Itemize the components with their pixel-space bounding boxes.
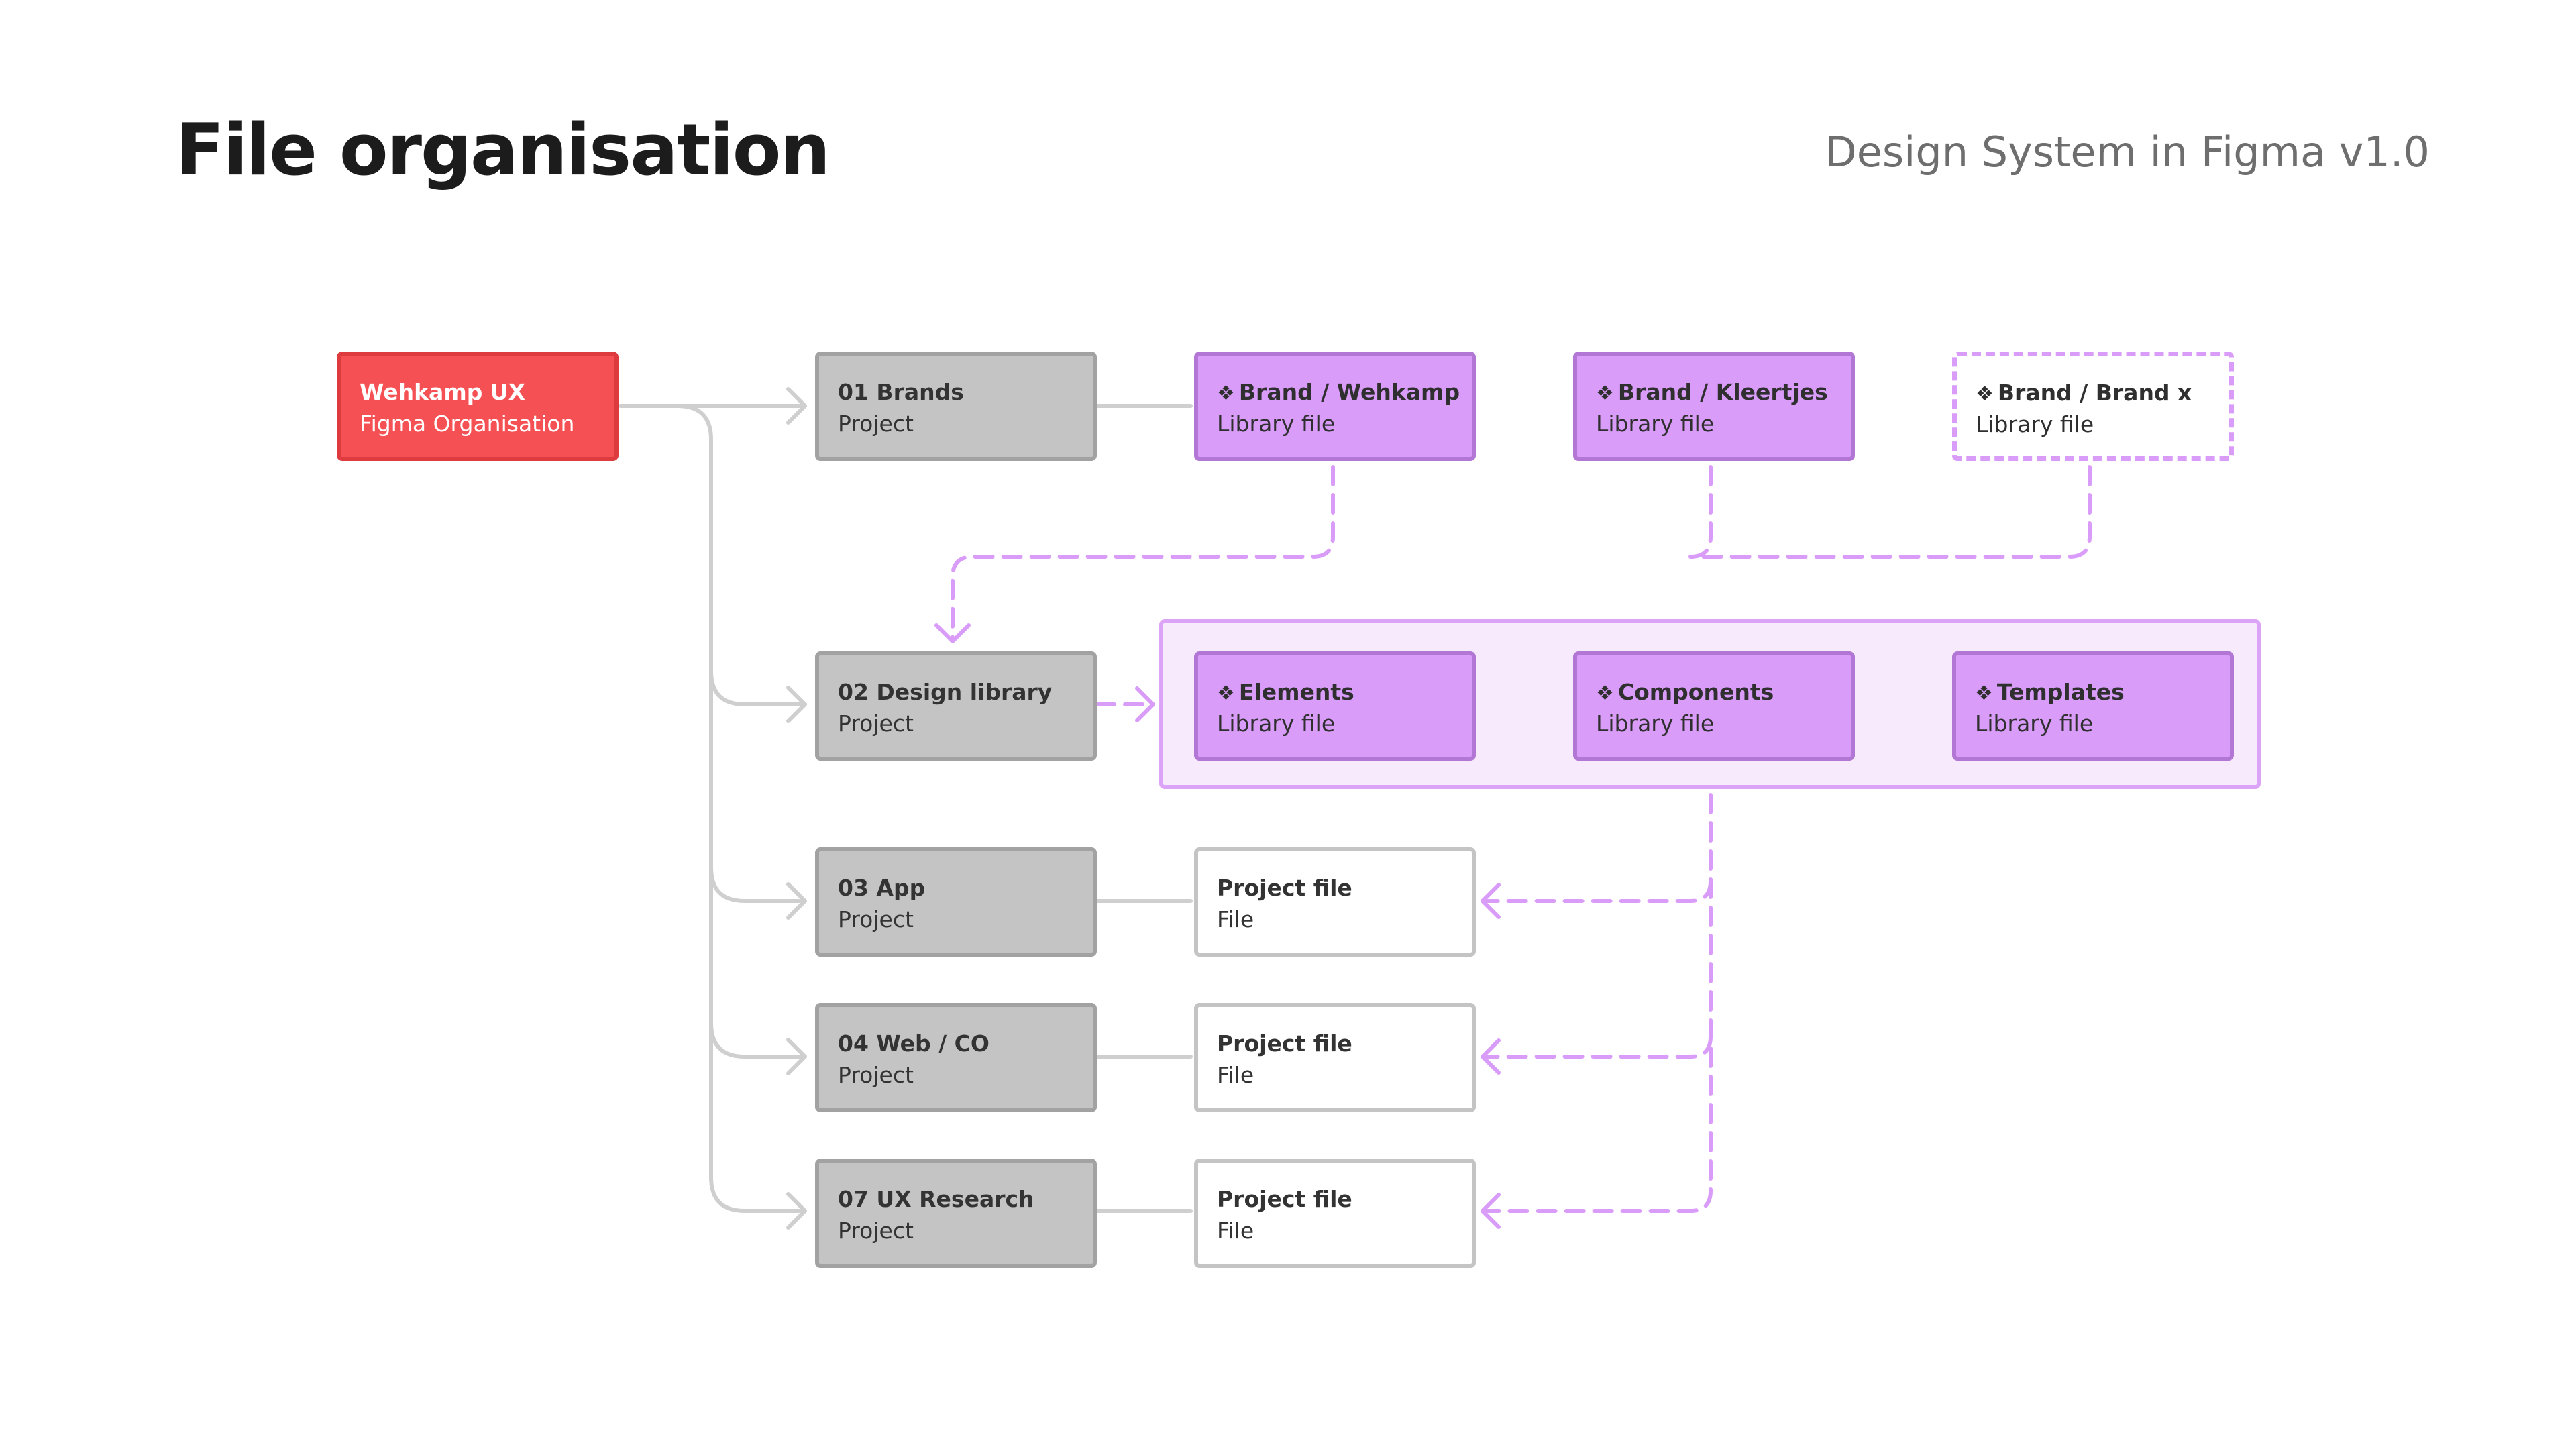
- node-title: Brand / Kleertjes: [1617, 379, 1828, 405]
- node-subtitle: File: [1217, 1217, 1254, 1244]
- arrowhead-web: [786, 1038, 807, 1075]
- component-icon: ❖: [1976, 382, 1994, 406]
- node-title: Brand / Wehkamp: [1238, 379, 1460, 405]
- arrowhead-research: [786, 1192, 807, 1230]
- node-title: 01 Brands: [838, 379, 964, 405]
- node-subtitle: Project: [838, 410, 914, 437]
- dashed-kleertjes-down: [1688, 465, 1713, 559]
- node-title: Wehkamp UX: [360, 379, 526, 405]
- node-subtitle: Project: [838, 1217, 914, 1244]
- node-title: 02 Design library: [838, 679, 1053, 705]
- connector-org-trunk: [676, 404, 807, 1213]
- node-subtitle: Library file: [1976, 411, 2094, 437]
- component-icon: ❖: [1217, 682, 1235, 705]
- node-title: Project file: [1217, 1186, 1352, 1212]
- node-subtitle: Figma Organisation: [360, 410, 575, 437]
- arrowhead-app: [786, 882, 807, 920]
- node-project-brands[interactable]: 01 Brands Project: [815, 352, 1097, 461]
- node-subtitle: Library file: [1975, 710, 2094, 737]
- node-library-components[interactable]: ❖Components Library file: [1573, 651, 1855, 761]
- dashed-group-down: [1481, 793, 1713, 1213]
- arrowhead-research-file: [1481, 1193, 1501, 1229]
- node-title: Project file: [1217, 1030, 1352, 1057]
- node-title: Brand / Brand x: [1997, 380, 2192, 406]
- node-project-app[interactable]: 03 App Project: [815, 847, 1097, 957]
- node-subtitle: Project: [838, 1061, 914, 1088]
- node-subtitle: Library file: [1217, 410, 1336, 437]
- dashed-group-to-web-file: [1481, 1034, 1713, 1059]
- node-subtitle: File: [1217, 906, 1254, 932]
- component-icon: ❖: [1975, 682, 1993, 705]
- node-subtitle: Project: [838, 906, 914, 932]
- node-title: Project file: [1217, 875, 1352, 901]
- node-title: 03 App: [838, 875, 926, 901]
- node-title: 07 UX Research: [838, 1186, 1034, 1212]
- node-title: Elements: [1238, 679, 1354, 705]
- node-title: Components: [1617, 679, 1774, 705]
- node-project-design-library[interactable]: 02 Design library Project: [815, 651, 1097, 761]
- node-title: 04 Web / CO: [838, 1030, 989, 1057]
- node-library-templates[interactable]: ❖Templates Library file: [1952, 651, 2234, 761]
- node-file-web[interactable]: Project file File: [1194, 1003, 1476, 1112]
- node-org[interactable]: Wehkamp UX Figma Organisation: [337, 352, 619, 461]
- node-file-research[interactable]: Project file File: [1194, 1159, 1476, 1268]
- node-library-elements[interactable]: ❖Elements Library file: [1194, 651, 1476, 761]
- node-subtitle: Library file: [1596, 710, 1715, 737]
- arrowhead-group: [1135, 686, 1155, 722]
- node-library-brand-wehkamp[interactable]: ❖Brand / Wehkamp Library file: [1194, 352, 1476, 461]
- component-icon: ❖: [1217, 382, 1235, 405]
- arrowhead-brands: [786, 387, 807, 425]
- connector-trunk-to-web: [709, 1021, 807, 1059]
- arrowhead-design-library: [786, 686, 807, 723]
- dashed-brandx-down: [1688, 465, 2092, 559]
- dashed-brands-to-design-library: [951, 465, 1335, 643]
- node-file-app[interactable]: Project file File: [1194, 847, 1476, 957]
- dashed-group-to-app-file: [1481, 879, 1713, 903]
- connector-trunk-to-design-library: [709, 669, 807, 706]
- node-subtitle: Library file: [1596, 410, 1715, 437]
- arrowhead-web-file: [1481, 1038, 1501, 1075]
- node-project-web[interactable]: 04 Web / CO Project: [815, 1003, 1097, 1112]
- node-title: Templates: [1996, 679, 2125, 705]
- page-title: File organisation: [176, 109, 830, 191]
- node-subtitle: Library file: [1217, 710, 1336, 737]
- connector-trunk-to-app: [709, 865, 807, 903]
- page-subtitle: Design System in Figma v1.0: [1824, 127, 2430, 176]
- component-icon: ❖: [1596, 382, 1614, 405]
- node-subtitle: Project: [838, 710, 914, 737]
- component-icon: ❖: [1596, 682, 1614, 705]
- node-library-brand-x[interactable]: ❖Brand / Brand x Library file: [1952, 352, 2234, 461]
- arrowhead-design-library-top: [934, 623, 971, 643]
- node-subtitle: File: [1217, 1061, 1254, 1088]
- node-library-brand-kleertjes[interactable]: ❖Brand / Kleertjes Library file: [1573, 352, 1855, 461]
- node-project-research[interactable]: 07 UX Research Project: [815, 1159, 1097, 1268]
- arrowhead-app-file: [1481, 883, 1501, 919]
